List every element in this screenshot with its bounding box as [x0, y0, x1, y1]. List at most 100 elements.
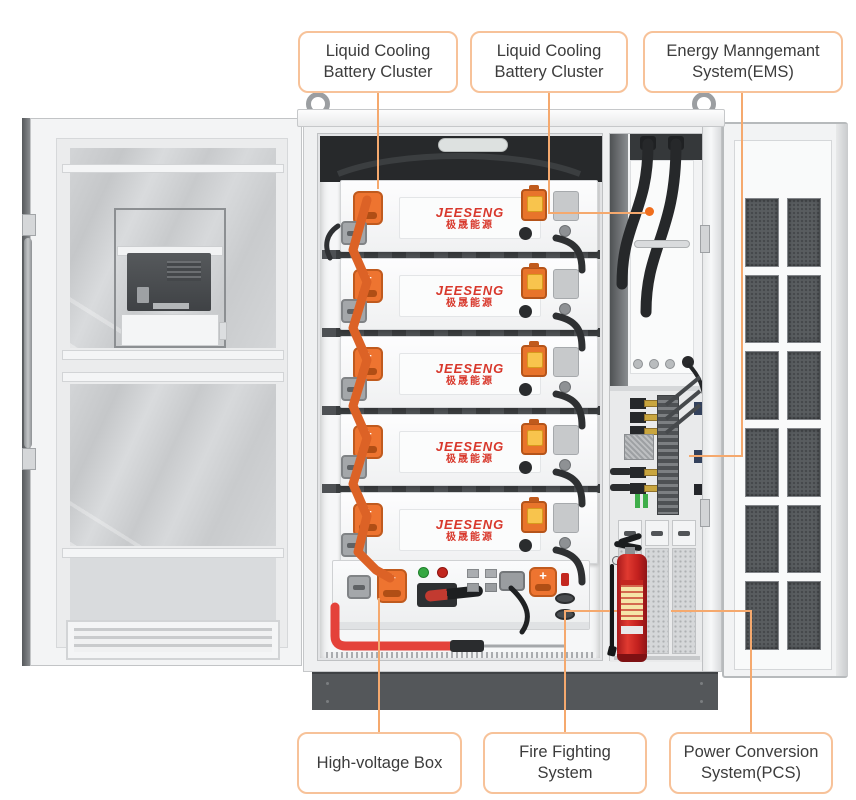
cable-gland [649, 359, 659, 369]
callout-line-battery-cluster-2 [548, 93, 550, 213]
round-port [519, 305, 532, 318]
ac-vent-grid [167, 261, 201, 281]
left-door-open [22, 118, 303, 666]
plinth-screw [700, 682, 703, 685]
module-gap-rail [322, 250, 600, 259]
callout-text: Liquid Cooling [496, 42, 602, 60]
door-rail [62, 164, 284, 173]
door-ac-unit [127, 253, 211, 311]
battery-module: + JEESENG 极晟能源 [340, 336, 598, 408]
connector-block [553, 503, 579, 533]
breaker-switch [521, 341, 547, 377]
breaker-switch [521, 185, 547, 221]
red-indicator-light [437, 567, 448, 578]
door-louver-vent [66, 620, 280, 660]
extinguisher-label-band [621, 626, 643, 634]
busbar-base [630, 483, 646, 494]
hose-nozzle [606, 645, 618, 657]
busbar-base [630, 412, 646, 423]
cooling-hoses-overlay [616, 138, 704, 435]
callout-line-ems [689, 455, 743, 457]
round-port [519, 383, 532, 396]
pcs-door-grille [745, 198, 821, 650]
battery-brand-panel: JEESENG 极晟能源 [399, 353, 541, 395]
panel-handle [634, 240, 690, 248]
hv-positive-connector: + [529, 567, 557, 597]
busbar-base [630, 398, 646, 409]
protective-film [70, 384, 276, 546]
door-mounting-frame [114, 208, 226, 348]
battery-cabling-overlay [324, 153, 586, 652]
mini-connector [485, 569, 497, 578]
battery-brand-panel: JEESENG 极晟能源 [399, 197, 541, 239]
battery-compartment: + JEESENG 极晟能源 + JEESENG 极晟能源 + JEESENG … [317, 133, 603, 661]
grille-mesh-cell [787, 351, 821, 420]
wall-connector [694, 484, 702, 495]
grille-mesh-cell [787, 581, 821, 650]
callout-ems: Energy Manngemant System(EMS) [643, 31, 843, 93]
callout-text: Battery Cluster [494, 63, 604, 81]
brand-name: JEESENG [435, 438, 505, 454]
left-hose [324, 223, 341, 261]
grille-mesh-cell [787, 427, 821, 497]
base-plinth [312, 672, 718, 710]
small-port [559, 303, 571, 315]
cable-gland [665, 359, 675, 369]
breaker-switch [521, 419, 547, 455]
brand-name: JEESENG [435, 204, 505, 220]
callout-line-fire-fighting [564, 610, 566, 732]
cooling-hose [552, 390, 586, 430]
brand-name-chinese: 极晟能源 [446, 453, 494, 465]
pcs-module-handle [672, 520, 696, 546]
pcs-module-handle [645, 520, 669, 546]
door-hinge [700, 225, 710, 253]
battery-brand-panel: JEESENG 极晟能源 [399, 431, 541, 473]
ac-bottom-strip [153, 303, 189, 309]
callout-text: Battery Cluster [323, 63, 433, 81]
green-status-bar [643, 494, 648, 508]
red-mini-switch [561, 573, 569, 586]
brand-name: JEESENG [435, 360, 505, 376]
mesh-filter [624, 434, 654, 460]
grille-mesh-cell [745, 504, 779, 574]
grille-mesh-cell [745, 351, 779, 420]
breaker-switch [521, 263, 547, 299]
compartment-shelf [610, 386, 704, 391]
perforated-floor-strip [326, 652, 596, 658]
callout-line-battery-cluster-2 [548, 212, 648, 214]
callout-line-pcs [750, 610, 752, 732]
callout-line-pcs [671, 610, 752, 612]
hv-negative-connector [347, 575, 371, 599]
round-port [519, 461, 532, 474]
busbar-cable [664, 403, 702, 435]
callout-text: System(PCS) [701, 764, 801, 782]
green-status-bar [635, 494, 640, 508]
hv-box-lip [333, 622, 589, 629]
right-door-pcs [722, 122, 848, 678]
small-port [559, 459, 571, 471]
breaker-switch [521, 497, 547, 533]
brand-name-chinese: 极晟能源 [446, 219, 494, 231]
cabinet-top-bar [297, 109, 725, 127]
orange-power-cable [348, 195, 395, 583]
red-power-cable [330, 602, 457, 651]
grille-mesh-cell [787, 504, 821, 574]
busbar-base [630, 467, 646, 478]
cable-connector [450, 640, 484, 652]
callout-text: Energy Manngemant [666, 42, 820, 60]
module-gap-rail [322, 328, 600, 337]
callout-line-fire-fighting [564, 610, 628, 612]
round-port [519, 539, 532, 552]
module-gap-rail [322, 406, 600, 415]
green-indicator-light [418, 567, 429, 578]
cooling-hose [552, 234, 586, 274]
liquid-cooling-hose [640, 138, 682, 318]
callout-fire-fighting-system: Fire Fighting System [483, 732, 647, 794]
small-port [559, 225, 571, 237]
interior-lamp [438, 138, 508, 152]
door-rail [62, 372, 284, 382]
brand-name-chinese: 极晟能源 [446, 375, 494, 387]
callout-text: High-voltage Box [316, 753, 443, 772]
cooling-hose [552, 312, 586, 352]
